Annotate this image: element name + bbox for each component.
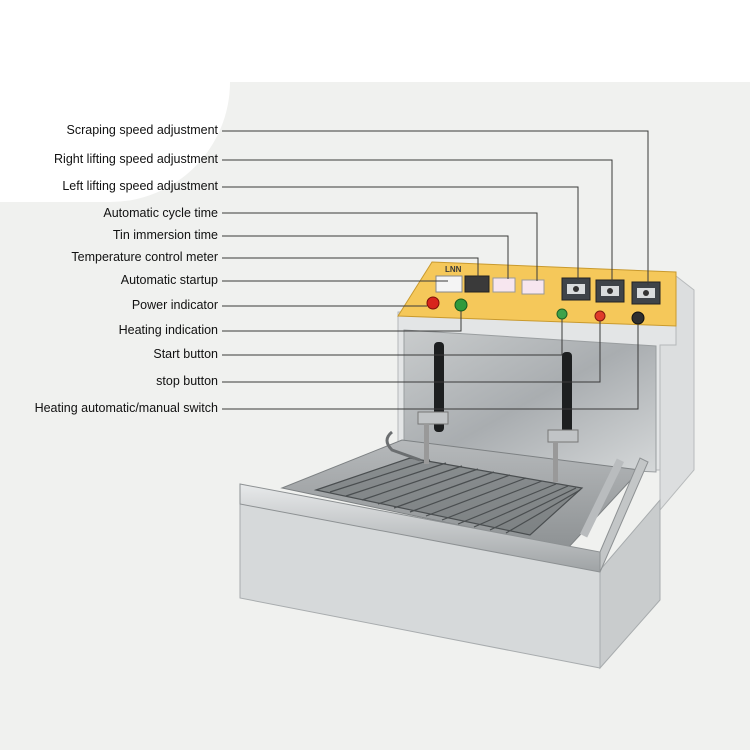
label-scraping-speed: Scraping speed adjustment: [66, 123, 218, 137]
stop-button-icon: [594, 310, 606, 322]
start-button-icon: [556, 308, 568, 320]
label-automatic-startup: Automatic startup: [120, 273, 218, 287]
line-left-lifting-speed: [222, 186, 579, 280]
heating-indicator-light: [454, 298, 468, 312]
label-tin-immersion-time: Tin immersion time: [112, 228, 218, 242]
power-indicator-light: [426, 296, 440, 310]
right-rim: [599, 457, 649, 573]
automatic-cycle-timer: [492, 277, 516, 293]
label-left-lifting-speed: Left lifting speed adjustment: [62, 179, 218, 193]
callout-lines: [222, 130, 649, 410]
label-heating-indication: Heating indication: [118, 323, 218, 337]
label-stop-button: stop button: [156, 374, 218, 388]
line-automatic-cycle-time: [222, 212, 538, 281]
brand-logo: LNN: [445, 265, 462, 274]
line-temperature-meter: [222, 257, 479, 277]
line-start-button: [222, 319, 563, 356]
label-temperature-control-meter: Temperature control meter: [71, 250, 218, 264]
basket-handle: [385, 430, 421, 462]
temperature-meter: [464, 275, 490, 293]
solder-basket: [313, 457, 584, 536]
label-heating-switch: Heating automatic/manual switch: [34, 401, 218, 415]
label-start-button: Start button: [153, 347, 218, 361]
right-lift-slot: [562, 352, 572, 442]
label-automatic-cycle-time: Automatic cycle time: [103, 206, 218, 220]
tin-immersion-timer: [435, 275, 463, 293]
tank-side: [599, 498, 661, 670]
line-right-lifting-speed: [222, 159, 613, 282]
right-lift-arm: [547, 429, 579, 443]
scraper-bar: [579, 458, 625, 538]
line-heating-switch: [222, 324, 639, 410]
line-stop-button: [222, 321, 601, 383]
label-power-indicator: Power indicator: [131, 298, 218, 312]
automatic-startup-display: [521, 279, 545, 295]
heating-switch-icon: [631, 311, 645, 325]
line-scraping-speed: [222, 130, 649, 285]
line-heating-indication: [222, 311, 462, 332]
label-right-lifting-speed: Right lifting speed adjustment: [54, 152, 218, 166]
left-lift-arm: [417, 411, 449, 425]
back-panel: [403, 329, 657, 473]
line-tin-immersion-time: [222, 235, 509, 279]
